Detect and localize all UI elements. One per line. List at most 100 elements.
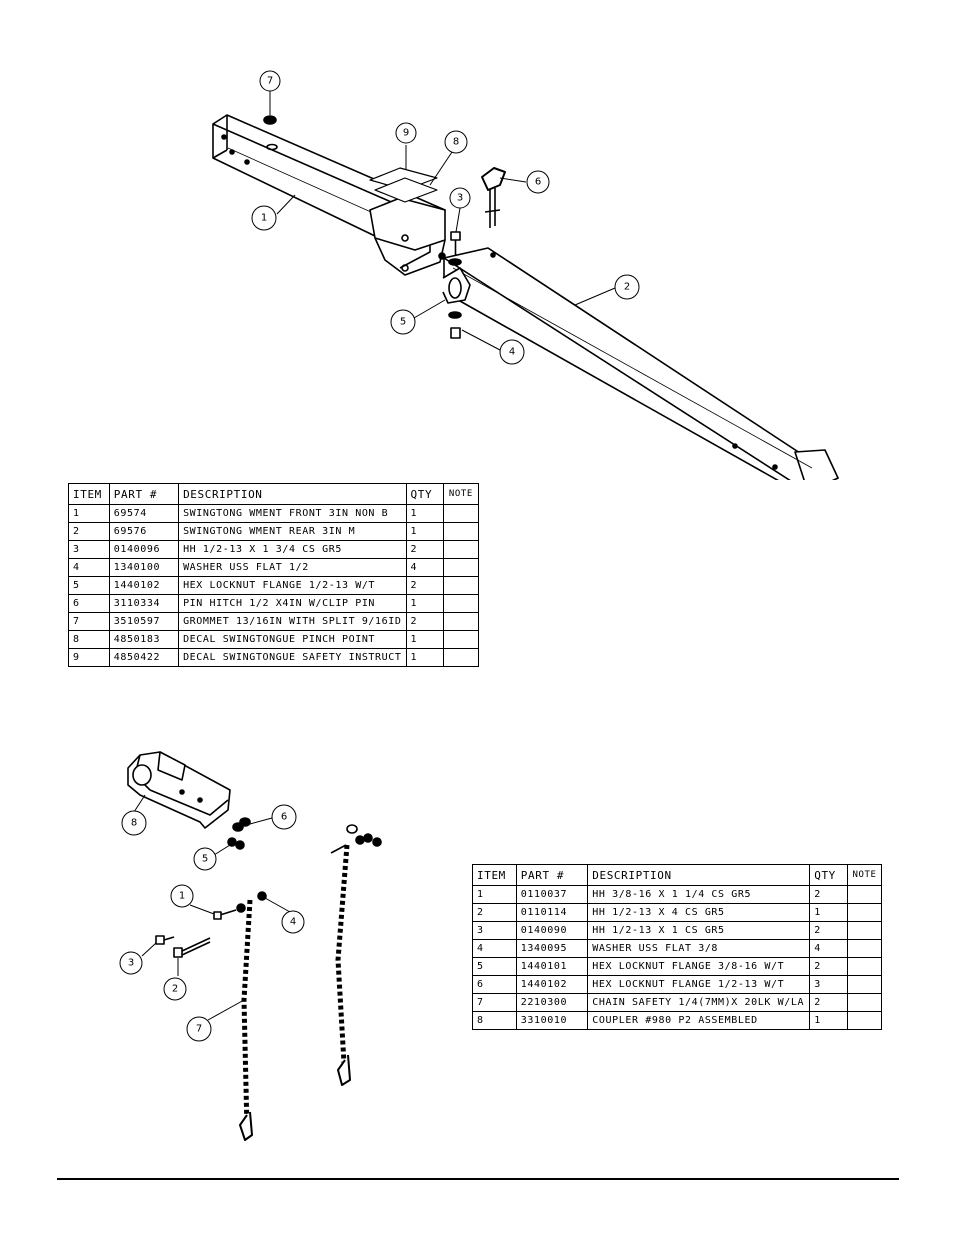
callout-circle bbox=[186, 1016, 212, 1042]
callout-label: 4 bbox=[290, 917, 296, 928]
callout-circle bbox=[193, 847, 217, 871]
table-cell: 2 bbox=[809, 957, 848, 976]
table-cell: HEX LOCKNUT FLANGE 1/2-13 W/T bbox=[178, 576, 407, 595]
table-cell: 3 bbox=[472, 921, 517, 940]
table-cell: 3 bbox=[809, 975, 848, 994]
table-cell bbox=[846, 921, 883, 940]
callout-label: 6 bbox=[281, 812, 287, 823]
table-cell: SWINGTONG WMENT REAR 3IN M bbox=[178, 522, 407, 541]
column-header: DESCRIPTION bbox=[587, 864, 811, 886]
table-cell: 1 bbox=[472, 885, 517, 904]
callout-label: 1 bbox=[261, 213, 267, 224]
table-cell bbox=[846, 939, 883, 958]
table-header-row: ITEM PART # DESCRIPTION QTY NOTE bbox=[472, 864, 883, 886]
column-header: ITEM bbox=[472, 864, 517, 886]
table-cell: 9 bbox=[68, 648, 110, 667]
table-cell bbox=[442, 576, 480, 595]
table-cell: 3310010 bbox=[515, 1011, 589, 1030]
column-header: NOTE bbox=[442, 483, 480, 505]
table-cell: CHAIN SAFETY 1/4(7MM)X 20LK W/LA bbox=[587, 993, 811, 1012]
table-cell bbox=[442, 522, 480, 541]
callout-label: 9 bbox=[403, 128, 409, 139]
table-cell: 1 bbox=[405, 630, 444, 649]
column-header: ITEM bbox=[68, 483, 110, 505]
callout-label: 1 bbox=[179, 891, 185, 902]
coupler-chain-assembly-drawing: 8 6 5 1 4 3 2 7 bbox=[119, 751, 382, 1141]
table-cell bbox=[442, 594, 480, 613]
table-cell: 1 bbox=[809, 1011, 848, 1030]
table-cell: WASHER USS FLAT 3/8 bbox=[587, 939, 811, 958]
table-cell: WASHER USS FLAT 1/2 bbox=[178, 558, 407, 577]
table-cell: 0140096 bbox=[108, 540, 180, 559]
column-header: QTY bbox=[405, 483, 444, 505]
column-header: NOTE bbox=[846, 864, 883, 886]
table-cell: HEX LOCKNUT FLANGE 3/8-16 W/T bbox=[587, 957, 811, 976]
table-cell: HH 3/8-16 X 1 1/4 CS GR5 bbox=[587, 885, 811, 904]
table-cell: 4 bbox=[472, 939, 517, 958]
table-cell: PIN HITCH 1/2 X4IN W/CLIP PIN bbox=[178, 594, 407, 613]
table-cell: GROMMET 13/16IN WITH SPLIT 9/16ID bbox=[178, 612, 407, 631]
table-cell: 0140090 bbox=[515, 921, 589, 940]
callout-label: 5 bbox=[400, 317, 406, 328]
table-cell: 1 bbox=[405, 522, 444, 541]
table-cell: 8 bbox=[68, 630, 110, 649]
callout-label: 8 bbox=[131, 818, 137, 829]
table-cell: 2 bbox=[405, 612, 444, 631]
table-cell: 3110334 bbox=[108, 594, 180, 613]
callout-circle bbox=[614, 274, 640, 300]
table-cell bbox=[442, 540, 480, 559]
table-cell bbox=[846, 975, 883, 994]
table-cell: 1440102 bbox=[108, 576, 180, 595]
table-cell: 1 bbox=[68, 504, 110, 523]
callout-circle bbox=[121, 810, 147, 836]
table-cell bbox=[846, 993, 883, 1012]
callout-label: 5 bbox=[202, 854, 208, 865]
table-cell: 1 bbox=[405, 648, 444, 667]
table-cell: 2 bbox=[809, 885, 848, 904]
table-cell: HEX LOCKNUT FLANGE 1/2-13 W/T bbox=[587, 975, 811, 994]
table-cell: 4 bbox=[405, 558, 444, 577]
column-header: PART # bbox=[515, 864, 589, 886]
callout-circle bbox=[499, 339, 525, 365]
table-cell: 7 bbox=[472, 993, 517, 1012]
table-cell: DECAL SWINGTONGUE SAFETY INSTRUCT bbox=[178, 648, 407, 667]
callout-circle bbox=[251, 205, 277, 231]
table-cell: 7 bbox=[68, 612, 110, 631]
table-header-row: ITEM PART # DESCRIPTION QTY NOTE bbox=[68, 483, 480, 505]
table-cell: 3 bbox=[68, 540, 110, 559]
callout-label: 3 bbox=[128, 958, 134, 969]
table-cell: HH 1/2-13 X 1 CS GR5 bbox=[587, 921, 811, 940]
table-cell bbox=[442, 648, 480, 667]
callout-circle bbox=[395, 122, 417, 144]
table-cell: 2 bbox=[405, 576, 444, 595]
table-cell: 0110114 bbox=[515, 903, 589, 922]
table-cell: COUPLER #980 P2 ASSEMBLED bbox=[587, 1011, 811, 1030]
page-footer-rule bbox=[57, 1178, 899, 1180]
table-cell: 1440102 bbox=[515, 975, 589, 994]
table-cell: 5 bbox=[68, 576, 110, 595]
table-cell: 1340100 bbox=[108, 558, 180, 577]
table-cell: 1 bbox=[405, 594, 444, 613]
table-cell: 1 bbox=[405, 504, 444, 523]
column-header: QTY bbox=[809, 864, 848, 886]
table-cell: 4 bbox=[68, 558, 110, 577]
table-cell: 1340095 bbox=[515, 939, 589, 958]
callout-label: 7 bbox=[267, 76, 273, 87]
callout-label: 4 bbox=[509, 347, 515, 358]
callout-circle bbox=[281, 910, 305, 934]
table-cell: HH 1/2-13 X 4 CS GR5 bbox=[587, 903, 811, 922]
